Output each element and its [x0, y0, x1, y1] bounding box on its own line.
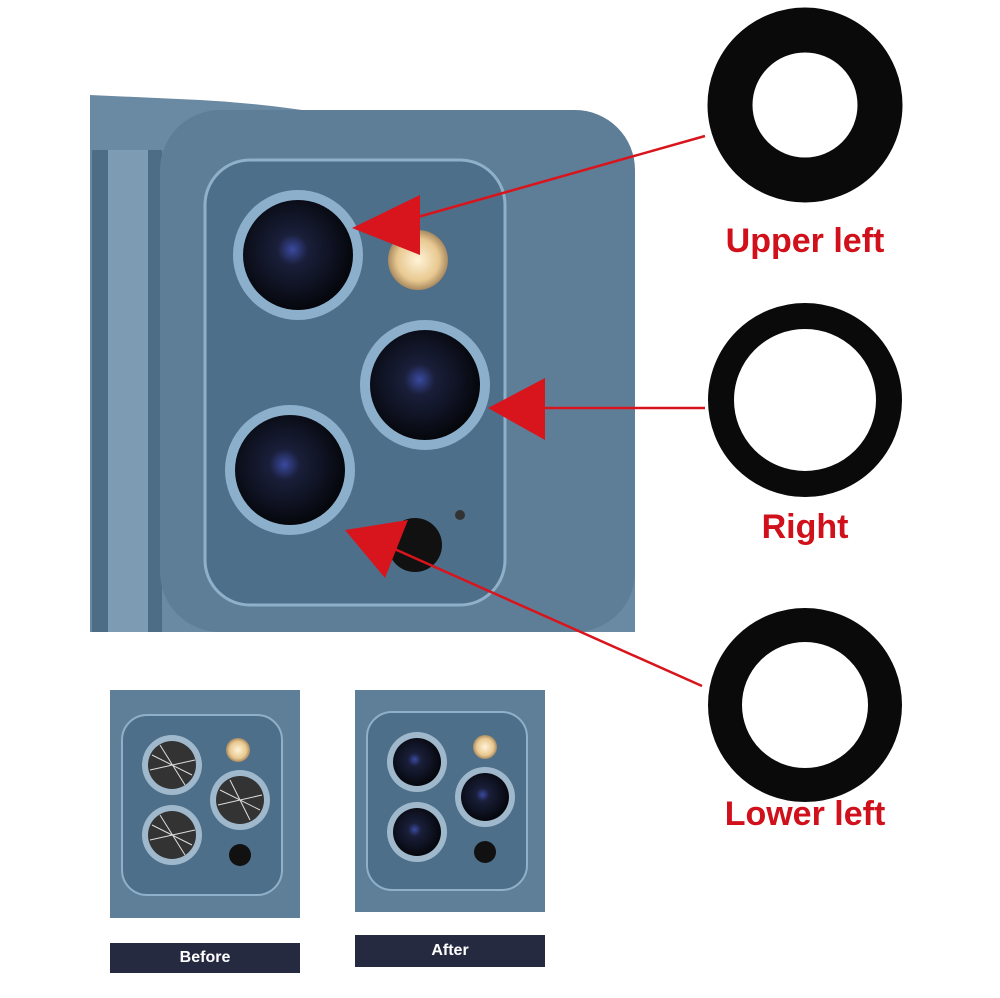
label-right: Right [761, 508, 849, 546]
lens-ring-right [708, 303, 902, 497]
lens-lower-left [225, 405, 355, 535]
label-lower-left: Lower left [724, 795, 886, 833]
before-tag: Before [110, 943, 300, 973]
label-upper-left: Upper left [725, 222, 885, 260]
lens-ring-lower-left [708, 608, 902, 802]
before-photo [110, 690, 300, 918]
phone-photo [90, 95, 635, 632]
arrows [345, 134, 706, 688]
after-tag: After [355, 935, 545, 967]
lens-ring-upper-left [707, 7, 903, 203]
after-photo [355, 690, 545, 912]
lens-upper-left [233, 190, 363, 320]
lens-right [360, 320, 490, 450]
